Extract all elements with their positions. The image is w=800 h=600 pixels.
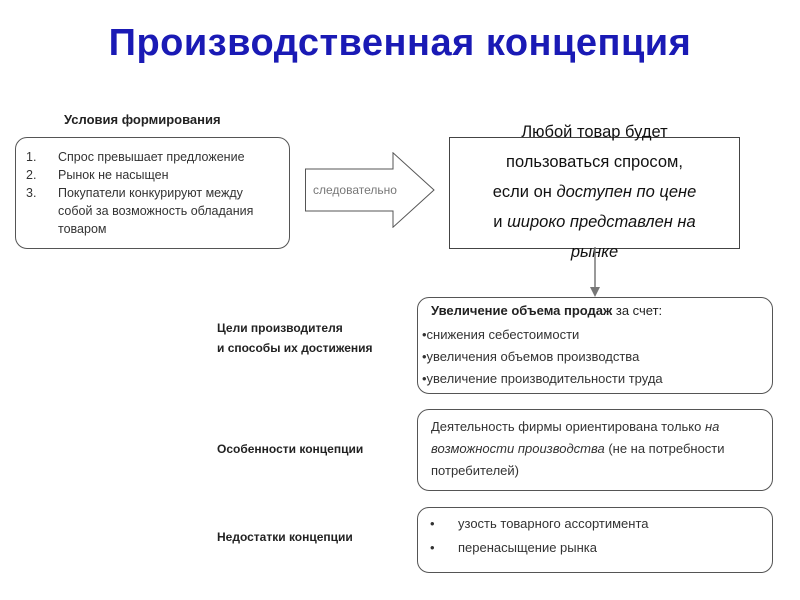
item-text: Рынок не насыщен (58, 168, 169, 182)
features-text: Деятельность фирмы ориентирована только … (431, 416, 767, 482)
cons-label: Недостатки концепции (217, 530, 353, 544)
list-item: •увеличение производительности труда (422, 371, 663, 386)
main-line: пользоваться спросом, (506, 153, 683, 171)
item-number: 1. (26, 150, 37, 164)
goals-box: Увеличение объема продаж за счет: •сниже… (417, 297, 773, 394)
list-item: • узость товарного ассортимента (430, 516, 649, 531)
main-line: если он доступен по цене (452, 177, 737, 207)
goals-label-line: Цели производителя (217, 321, 343, 335)
list-item: • перенасыщение рынка (430, 540, 597, 555)
page-title: Производственная концепция (108, 22, 692, 64)
main-text-emphasis: доступен по цене (556, 183, 697, 201)
main-text-emphasis: широко представлен на (507, 213, 696, 231)
list-item: •снижения себестоимости (422, 327, 580, 342)
item-text: Покупатели конкурируют между собой за во… (58, 186, 254, 236)
main-statement-text: Любой товар будет пользоваться спросом, … (452, 117, 737, 267)
conditions-box: 1. Спрос превышает предложение 2. Рынок не… (15, 137, 290, 249)
main-statement-box (449, 137, 740, 249)
item-text: перенасыщение рынка (458, 540, 598, 555)
bullet: • (430, 516, 435, 531)
main-text-plain: и (493, 213, 508, 231)
main-line: Любой товар будет (521, 123, 668, 141)
main-line: и широко представлен на (452, 207, 737, 237)
item-number: 3. (26, 186, 37, 200)
list-item: 3. Покупатели конкурируют между собой за … (26, 184, 276, 238)
conditions-label: Условия формирования (64, 112, 221, 127)
conditions-list: 1. Спрос превышает предложение 2. Рынок не… (26, 148, 276, 238)
features-text-plain: (не на потребности потребителей) (431, 441, 725, 478)
bullet: • (430, 540, 435, 555)
goals-heading-bold: Увеличение объема продаж (431, 303, 613, 318)
goals-label: Цели производителя и способы их достижен… (217, 318, 373, 358)
item-number: 2. (26, 168, 37, 182)
list-item: 2. Рынок не насыщен (26, 166, 276, 184)
goals-heading: Увеличение объема продаж за счет: (431, 303, 662, 318)
item-text: Спрос превышает предложение (58, 150, 245, 164)
arrow-label: следовательно (313, 183, 397, 197)
list-item: •увеличения объемов производства (422, 349, 640, 364)
features-label: Особенности концепции (217, 442, 364, 456)
block-arrow (305, 152, 435, 228)
features-text-plain: Деятельность фирмы ориентирована только (431, 419, 705, 434)
connector-arrow (590, 247, 600, 297)
features-text-emphasis: на возможности производства (431, 419, 720, 456)
block-arrow-shape (305, 152, 435, 228)
main-text-plain: если он (492, 183, 557, 201)
goals-heading-rest: за счет: (612, 303, 663, 318)
goals-label-line: и способы их достижения (217, 341, 373, 355)
features-box: Деятельность фирмы ориентирована только … (417, 409, 773, 491)
item-text: узость товарного ассортимента (458, 516, 649, 531)
cons-box: • узость товарного ассортимента • перенасы… (417, 507, 773, 573)
list-item: 1. Спрос превышает предложение (26, 148, 276, 166)
